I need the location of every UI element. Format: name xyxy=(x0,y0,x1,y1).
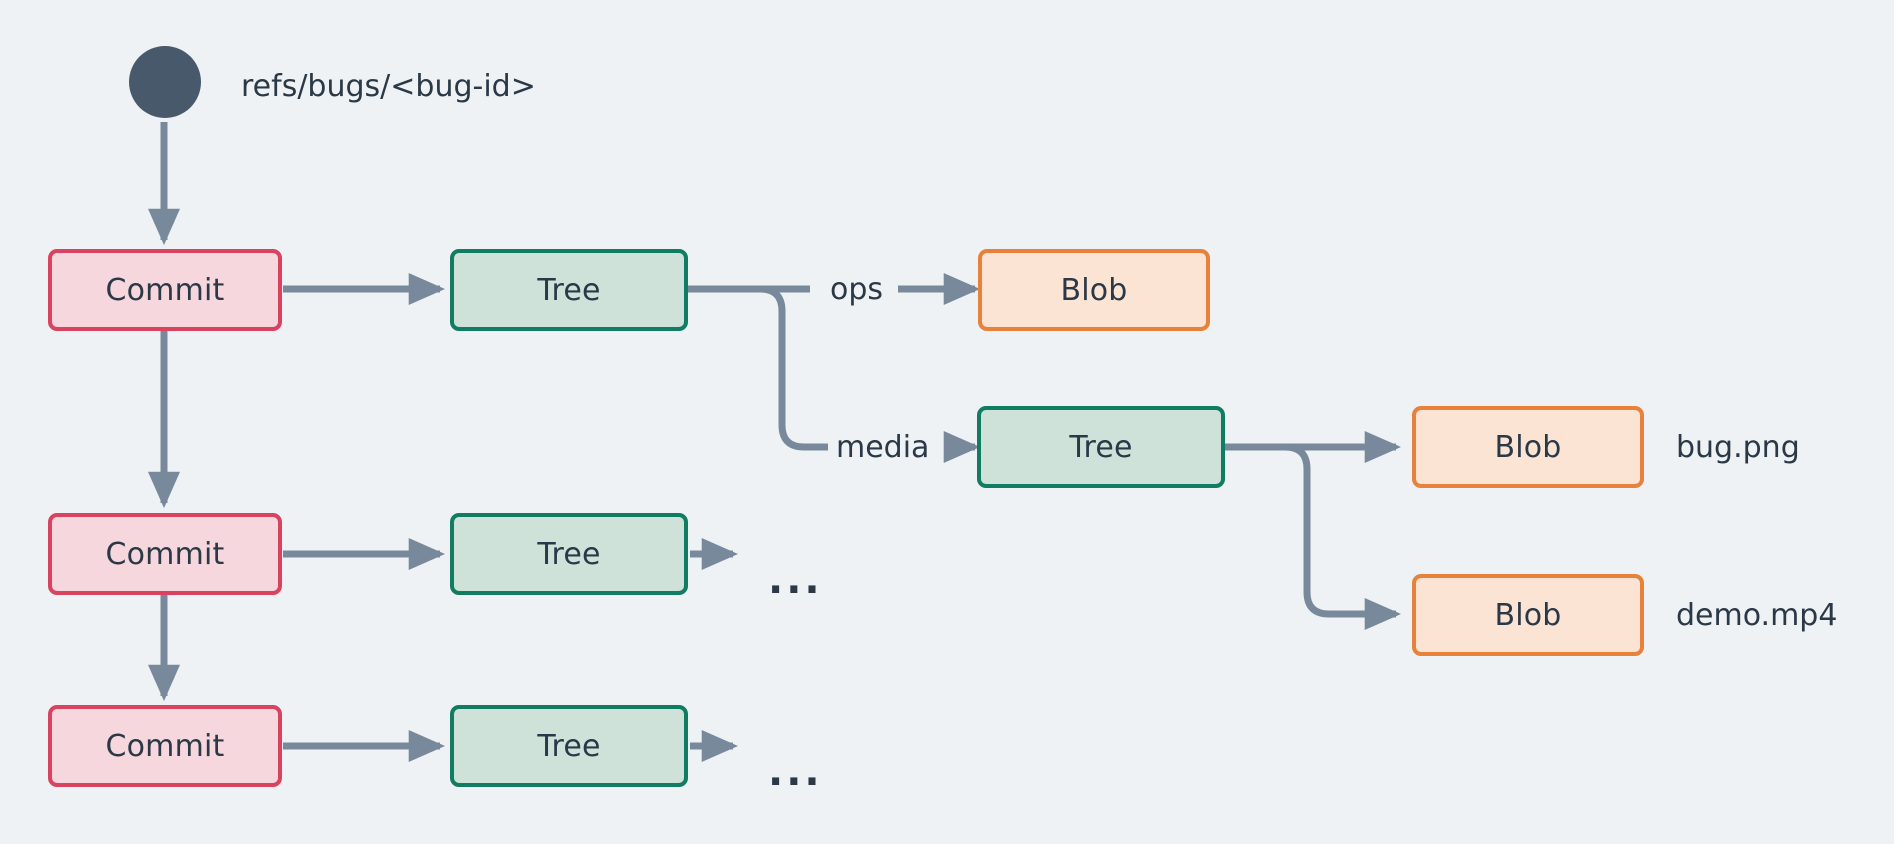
tree-node-1[interactable]: Tree xyxy=(450,249,688,331)
commit-node-1[interactable]: Commit xyxy=(48,249,282,331)
ref-label: refs/bugs/<bug-id> xyxy=(241,69,536,104)
commit-node-2-label: Commit xyxy=(105,536,225,572)
commit-node-3-label: Commit xyxy=(105,728,225,764)
blob-node-demo-mp4-label: Blob xyxy=(1494,597,1562,633)
commit-node-1-label: Commit xyxy=(105,272,225,308)
continuation-ellipsis-2: ... xyxy=(768,749,823,795)
blob-node-ops-label: Blob xyxy=(1060,272,1128,308)
edge-tree1-to-media xyxy=(688,285,828,451)
blob-file-label-bug-png: bug.png xyxy=(1676,430,1800,465)
commit-node-3[interactable]: Commit xyxy=(48,705,282,787)
tree-node-1-label: Tree xyxy=(537,272,601,308)
edge-label-media: media xyxy=(832,433,934,463)
blob-node-bug-png-label: Blob xyxy=(1494,429,1562,465)
tree-node-media-label: Tree xyxy=(1069,429,1133,465)
blob-node-ops[interactable]: Blob xyxy=(978,249,1210,331)
blob-node-demo-mp4[interactable]: Blob xyxy=(1412,574,1644,656)
tree-node-3-label: Tree xyxy=(537,728,601,764)
tree-node-3[interactable]: Tree xyxy=(450,705,688,787)
tree-node-media[interactable]: Tree xyxy=(977,406,1225,488)
blob-file-label-demo-mp4: demo.mp4 xyxy=(1676,598,1838,633)
tree-node-2-label: Tree xyxy=(537,536,601,572)
edge-tree4-to-blob-demomp4 xyxy=(1225,443,1402,631)
edge-label-ops: ops xyxy=(826,275,888,305)
ref-node-dot[interactable] xyxy=(129,46,201,118)
blob-node-bug-png[interactable]: Blob xyxy=(1412,406,1644,488)
tree-node-2[interactable]: Tree xyxy=(450,513,688,595)
commit-node-2[interactable]: Commit xyxy=(48,513,282,595)
continuation-ellipsis-1: ... xyxy=(768,557,823,603)
